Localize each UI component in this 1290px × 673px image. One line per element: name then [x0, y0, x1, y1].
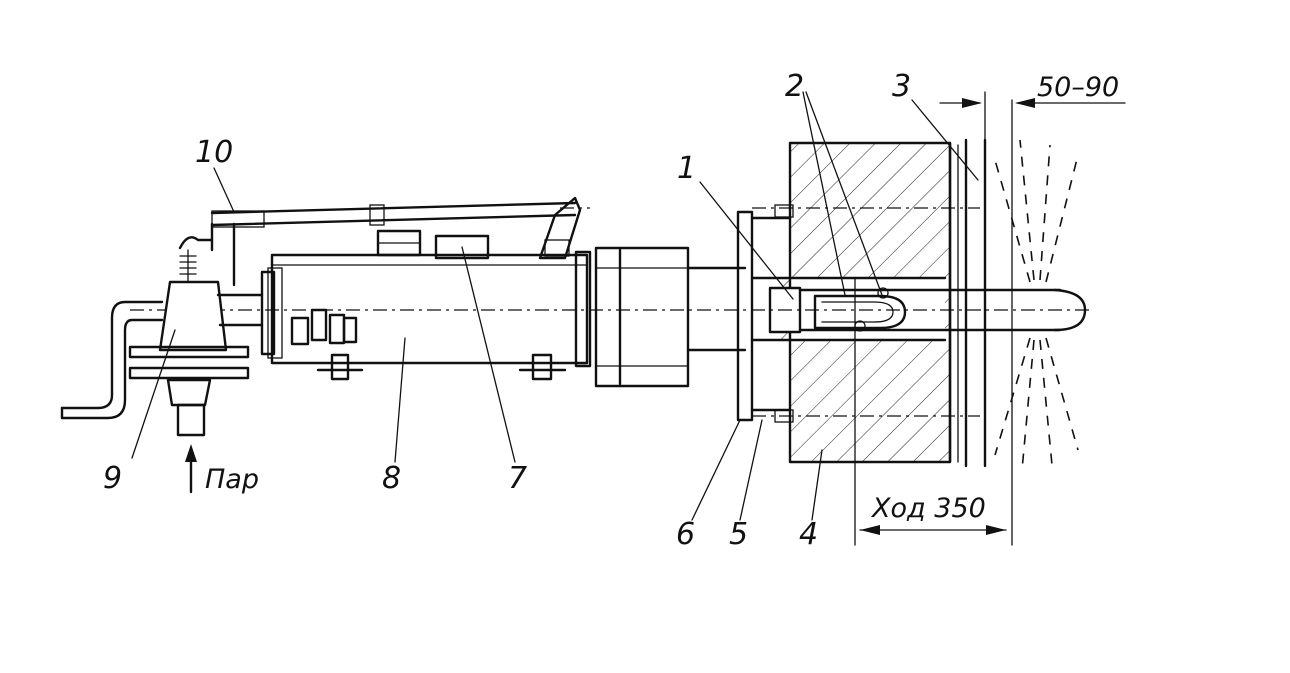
- label-8: 8: [382, 461, 401, 496]
- label-4: 4: [799, 517, 818, 552]
- wall-box: [736, 204, 947, 423]
- lever-rod: [210, 196, 590, 287]
- steam-valve: [60, 236, 264, 437]
- label-3: 3: [892, 69, 911, 104]
- lance-tube: [130, 286, 1090, 334]
- steam-arrow: [185, 444, 197, 494]
- label-9: 9: [103, 461, 122, 496]
- main-body: [260, 229, 592, 381]
- leader-lines: [131, 91, 979, 521]
- steam-label: Пар: [205, 464, 259, 495]
- dimension-gap: [939, 91, 1126, 141]
- steam-jets: [994, 139, 1079, 471]
- label-6: 6: [676, 517, 695, 552]
- furnace-wall: [752, 138, 987, 468]
- label-7: 7: [508, 461, 527, 496]
- gap-dimension-label: 50–90: [1037, 72, 1119, 103]
- label-1: 1: [677, 151, 696, 186]
- label-10: 10: [195, 135, 233, 170]
- dimension-stroke: [854, 99, 1013, 546]
- gear-housing: [594, 246, 747, 388]
- label-2: 2: [785, 69, 804, 104]
- label-5: 5: [729, 517, 748, 552]
- stroke-dimension-label: Ход 350: [870, 493, 986, 524]
